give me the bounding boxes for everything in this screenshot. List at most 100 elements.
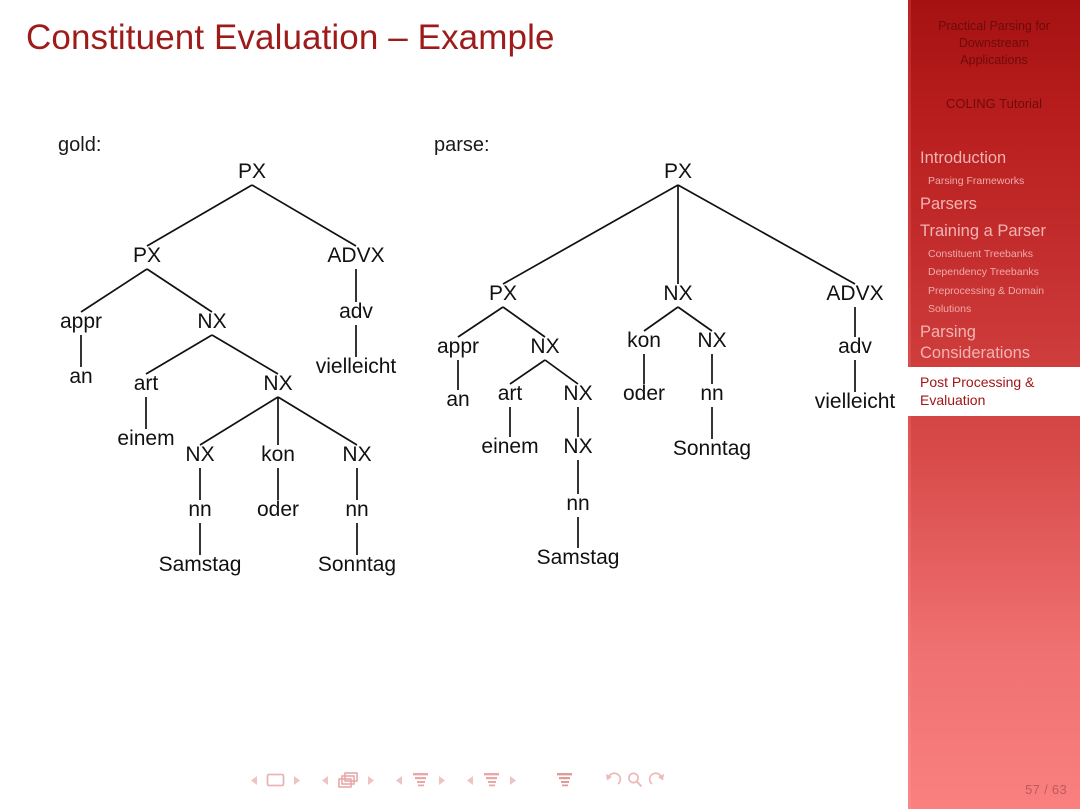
tree-edge — [146, 268, 213, 313]
tree-node-label: nn — [345, 498, 368, 521]
tree-edge — [509, 359, 546, 385]
sidebar-item-post-processing-evaluation[interactable]: Post Processing & Evaluation — [908, 366, 1080, 416]
sidebar-item-solutions[interactable]: Solutions — [928, 303, 972, 315]
beamer-navigation-bar[interactable] — [0, 763, 908, 797]
tree-node-label: oder — [257, 498, 299, 521]
sidebar-item-constituent-treebanks[interactable]: Constituent Treebanks — [928, 247, 1034, 260]
forward-arrow-icon[interactable] — [648, 771, 666, 789]
slide-square-icon[interactable] — [266, 773, 285, 787]
parse-tree-caption: parse: — [434, 134, 490, 156]
section-nav-group[interactable] — [466, 771, 517, 789]
tree-node-label: NX — [342, 443, 371, 466]
page-title: Constituent Evaluation – Example — [26, 18, 555, 57]
tree-node-label: nn — [700, 382, 723, 405]
frame-nav-group[interactable] — [321, 771, 375, 789]
tree-edge — [502, 306, 546, 338]
tree-node-label: NX — [563, 435, 592, 458]
tree-node-label: Sonntag — [318, 553, 396, 576]
tree-node-label: vielleicht — [815, 390, 896, 413]
tree-node-label: ADVX — [327, 244, 384, 267]
back-arrow-icon[interactable] — [604, 771, 622, 789]
tree-node-label: NX — [530, 335, 559, 358]
tree-node-label: kon — [261, 443, 295, 466]
prev-section-arrow-icon[interactable] — [466, 775, 475, 786]
tree-node-label: appr — [60, 310, 102, 333]
tree-node-label: NX — [185, 443, 214, 466]
tree-edge — [677, 184, 856, 285]
sidebar-item-introduction[interactable]: Introduction — [920, 149, 1007, 167]
tree-node-label: NX — [197, 310, 226, 333]
tree-node-label: PX — [238, 160, 266, 183]
tree-node-label: PX — [664, 160, 692, 183]
tree-node-label: an — [69, 365, 92, 388]
tree-node-label: kon — [627, 329, 661, 352]
tree-edge — [677, 306, 713, 332]
tree-node-label: Samstag — [159, 553, 242, 576]
document-list-icon[interactable] — [555, 771, 574, 789]
tree-node-label: nn — [566, 492, 589, 515]
tree-node-label: PX — [489, 282, 517, 305]
page-number: 57 / 63 — [1025, 782, 1067, 797]
tree-edge — [211, 334, 279, 375]
frames-stack-icon[interactable] — [337, 771, 359, 789]
presentation-title: Practical Parsing for Downstream Applica… — [908, 18, 1080, 69]
section-list-icon[interactable] — [482, 771, 501, 789]
prev-frame-arrow-icon[interactable] — [321, 775, 330, 786]
tree-edge — [251, 184, 357, 247]
tree-node-label: NX — [697, 329, 726, 352]
next-section-arrow-icon[interactable] — [508, 775, 517, 786]
sidebar-item-preprocessing-domain[interactable]: Preprocessing & Domain — [928, 284, 1045, 297]
next-frame-arrow-icon[interactable] — [366, 775, 375, 786]
sidebar-item-dependency-treebanks[interactable]: Dependency Treebanks — [928, 266, 1039, 278]
gold-tree-caption: gold: — [58, 134, 102, 156]
tree-node-label: NX — [263, 372, 292, 395]
tree-node-label: einem — [117, 427, 174, 450]
tree-node-label: art — [498, 382, 523, 405]
tree-node-label: oder — [623, 382, 665, 405]
tree-node-label: vielleicht — [316, 355, 397, 378]
tree-node-label: Sonntag — [673, 437, 751, 460]
presentation-title-line-1: Practical Parsing for — [938, 19, 1050, 33]
search-icon[interactable] — [626, 771, 644, 789]
tree-node-label: ADVX — [826, 282, 883, 305]
tree-edge — [544, 359, 579, 385]
tree-edge — [146, 184, 253, 247]
slide-nav-group[interactable] — [250, 773, 301, 787]
sidebar-item-parsing-considerations[interactable]: Parsing Considerations — [920, 322, 1031, 362]
tree-node-label: einem — [481, 435, 538, 458]
tree-edge — [277, 396, 358, 446]
tree-node-label: adv — [838, 335, 872, 358]
tree-edge — [643, 306, 679, 332]
prev-slide-arrow-icon[interactable] — [250, 775, 259, 786]
subsection-list-icon[interactable] — [411, 771, 430, 789]
tree-edge — [199, 396, 279, 446]
tree-node-label: appr — [437, 335, 479, 358]
tree-edges — [80, 184, 856, 555]
tree-node-label: PX — [133, 244, 161, 267]
presentation-subtitle: COLING Tutorial — [945, 96, 1043, 111]
tree-edge — [502, 184, 679, 285]
sidebar-item-parsers[interactable]: Parsers — [920, 194, 977, 213]
tree-node-label: adv — [339, 300, 373, 323]
next-subsection-arrow-icon[interactable] — [437, 775, 446, 786]
next-slide-arrow-icon[interactable] — [292, 775, 301, 786]
tree-node-label: NX — [663, 282, 692, 305]
tree-node-label: NX — [563, 382, 592, 405]
tree-node-label: an — [446, 388, 469, 411]
tree-edge — [145, 334, 213, 375]
sidebar-item-parsing-frameworks[interactable]: Parsing Frameworks — [928, 175, 1025, 187]
sidebar-item-training-a-parser[interactable]: Training a Parser — [920, 221, 1046, 240]
subsection-nav-group[interactable] — [395, 771, 446, 789]
navigation-sidebar: Practical Parsing for Downstream Applica… — [908, 0, 1080, 809]
presentation-title-line-2: Downstream — [958, 36, 1030, 50]
tree-edge — [80, 268, 148, 313]
tree-node-label: Samstag — [537, 546, 620, 569]
prev-subsection-arrow-icon[interactable] — [395, 775, 404, 786]
tree-node-label: art — [134, 372, 159, 395]
presentation-title-line-3: Applications — [960, 53, 1028, 67]
tree-node-label: nn — [188, 498, 211, 521]
